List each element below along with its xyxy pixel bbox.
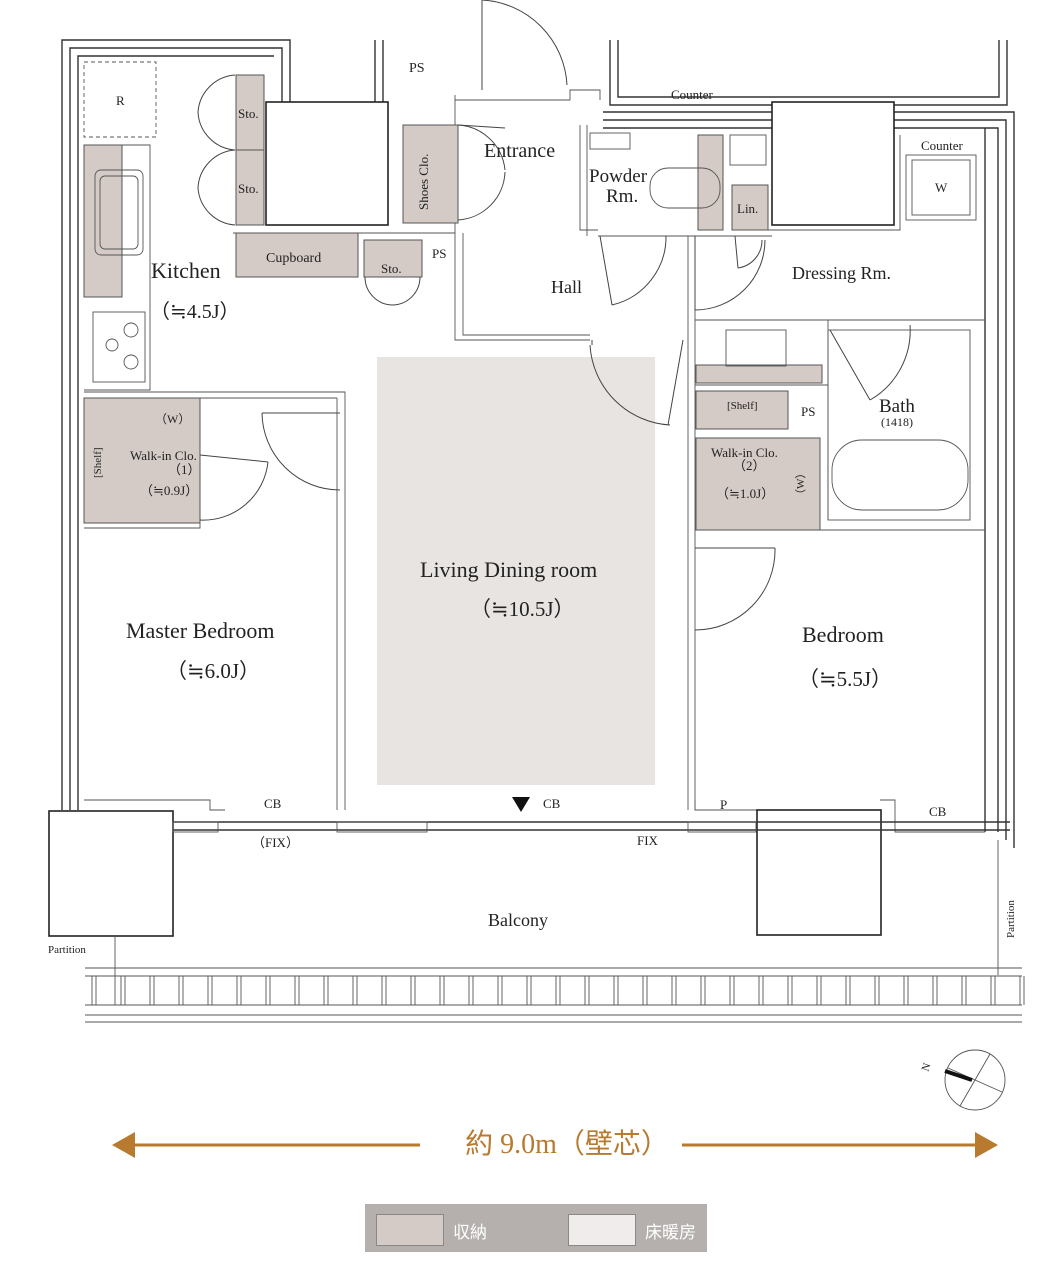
living-size: （≒10.5J） bbox=[470, 597, 575, 621]
shelf-label-1: [Shelf] bbox=[92, 447, 104, 478]
doors bbox=[197, 0, 911, 631]
hall-label: Hall bbox=[551, 277, 582, 297]
legend-storage-label: 収納 bbox=[453, 1223, 487, 1243]
fridge-space bbox=[83, 61, 157, 138]
kitchen-sink-inner bbox=[99, 175, 139, 250]
storage-cupboard bbox=[235, 232, 359, 278]
ps-label-top: PS bbox=[409, 61, 425, 76]
storage-dressing-shelf bbox=[695, 364, 823, 384]
vanity-sink bbox=[725, 329, 787, 367]
north-label: N bbox=[920, 1061, 934, 1073]
shelf-label-2: [Shelf] bbox=[727, 400, 758, 412]
cb-label-right: CB bbox=[929, 804, 947, 819]
walkin2-number: （2） bbox=[733, 458, 766, 473]
bath-room-outline bbox=[827, 329, 971, 521]
storage-sto-small bbox=[363, 239, 423, 278]
walkin1-label: Walk-in Clo. bbox=[130, 448, 197, 463]
sto-label-lower: Sto. bbox=[238, 181, 259, 196]
walkin1-number: （1） bbox=[168, 462, 201, 477]
dressing-label: Dressing Rm. bbox=[792, 263, 891, 283]
width-dimension-arrow bbox=[112, 1132, 998, 1158]
kitchen-size: （≒4.5J） bbox=[150, 300, 240, 323]
bedroom-size: （≒5.5J） bbox=[798, 667, 892, 691]
column-balcony-right bbox=[756, 809, 882, 936]
kitchen-label: Kitchen bbox=[151, 258, 221, 283]
entrance-marker-triangle bbox=[512, 797, 530, 812]
storage-linen bbox=[731, 184, 769, 231]
fix-label-left: （FIX） bbox=[252, 835, 299, 850]
storage-shoes-closet bbox=[402, 124, 459, 224]
fridge-label: R bbox=[116, 93, 125, 108]
storage-walkin-1 bbox=[83, 397, 201, 524]
kitchen-sink bbox=[94, 169, 144, 256]
storage-shelf-2 bbox=[695, 390, 789, 430]
washer-space bbox=[905, 154, 977, 221]
column-dressing bbox=[771, 101, 895, 226]
partition-label-left: Partition bbox=[48, 944, 86, 956]
walkin2-label: Walk-in Clo. bbox=[711, 445, 778, 460]
sto-label-upper: Sto. bbox=[238, 106, 259, 121]
walkin2-size: （≒1.0J） bbox=[716, 486, 774, 501]
walkin1-size: （≒0.9J） bbox=[140, 483, 198, 498]
kitchen-stove bbox=[92, 311, 146, 383]
stove-burner bbox=[123, 354, 139, 370]
storage-sto-upper bbox=[235, 74, 265, 151]
living-label: Living Dining room bbox=[420, 557, 597, 582]
bath-size: (1418) bbox=[881, 415, 913, 429]
cupboard-label: Cupboard bbox=[266, 251, 321, 266]
storage-walkin-2 bbox=[695, 437, 821, 531]
ps-label-kitchen: PS bbox=[432, 246, 446, 261]
sto-label-small: Sto. bbox=[381, 261, 402, 276]
toilet bbox=[649, 167, 721, 209]
dressing-counter bbox=[729, 134, 767, 166]
p-label: P bbox=[720, 797, 727, 812]
bedroom-label: Bedroom bbox=[802, 622, 884, 647]
width-dimension-label: 約 9.0m（壁芯） bbox=[465, 1129, 669, 1160]
master-bedroom-size: （≒6.0J） bbox=[166, 659, 260, 683]
fix-label-right: FIX bbox=[637, 833, 659, 848]
counter-label-top: Counter bbox=[671, 87, 714, 102]
linen-label: Lin. bbox=[737, 201, 758, 216]
legend: 収納 床暖房 bbox=[365, 1204, 707, 1252]
stove-burner bbox=[105, 338, 119, 352]
sink-counter bbox=[589, 132, 631, 150]
walkin1-w-label: （W） bbox=[155, 412, 190, 426]
window-wall bbox=[172, 821, 1010, 833]
legend-heating-swatch bbox=[568, 1214, 636, 1246]
counter-label-right: Counter bbox=[921, 138, 964, 153]
washer-inner bbox=[911, 159, 971, 216]
column-kitchen bbox=[265, 101, 389, 226]
legend-storage-swatch bbox=[376, 1214, 444, 1246]
storage-sto-lower bbox=[235, 149, 265, 226]
balcony-label: Balcony bbox=[488, 910, 548, 930]
legend-heating-label: 床暖房 bbox=[645, 1223, 696, 1243]
entrance-label: Entrance bbox=[484, 140, 555, 162]
shoes-closet-label: Shoes Clo. bbox=[416, 154, 431, 210]
compass bbox=[944, 1049, 1006, 1111]
railing-posts bbox=[91, 976, 1025, 1005]
storage-kitchen-counter bbox=[83, 144, 123, 298]
stove-burner bbox=[123, 322, 139, 338]
living-floor-heating-area bbox=[377, 357, 655, 785]
bathtub bbox=[831, 439, 969, 511]
partition-label-right: Partition bbox=[1005, 900, 1017, 938]
bath-label: Bath bbox=[879, 396, 915, 417]
outer-walls bbox=[61, 39, 1015, 848]
walkin2-w-label: （W） bbox=[794, 468, 807, 500]
storage-powder-counter bbox=[697, 134, 724, 231]
cb-label-left: CB bbox=[264, 796, 282, 811]
ps-label-bath: PS bbox=[801, 404, 815, 419]
washer-label: W bbox=[935, 180, 948, 195]
powder-label-2: Rm. bbox=[606, 186, 638, 207]
master-bedroom-label: Master Bedroom bbox=[126, 618, 274, 643]
powder-label-1: Powder bbox=[589, 166, 648, 187]
column-balcony-left bbox=[48, 810, 174, 937]
cb-label-center: CB bbox=[543, 796, 561, 811]
